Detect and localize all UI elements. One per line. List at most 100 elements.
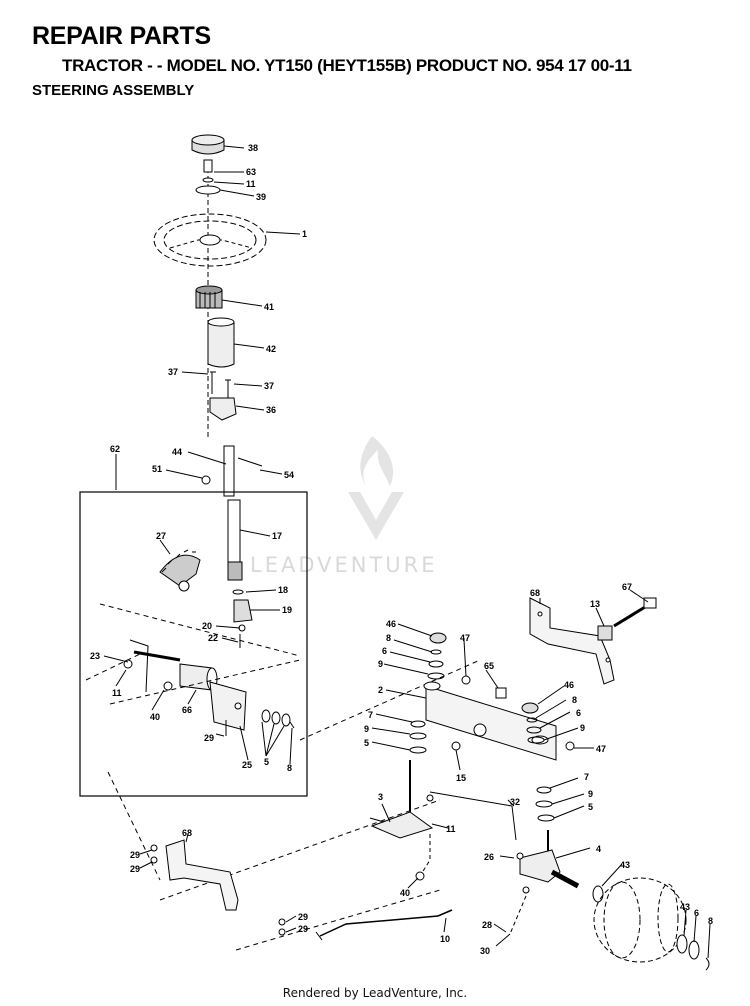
callout-11: 11: [112, 688, 122, 698]
callout-8: 8: [708, 916, 713, 926]
callout-5: 5: [588, 802, 593, 812]
callout-22: 22: [208, 633, 218, 643]
callout-9: 9: [378, 659, 383, 669]
front-axle: [425, 685, 557, 761]
drag-link: [429, 791, 517, 841]
callout-36: 36: [266, 405, 276, 415]
callout-25: 25: [242, 760, 252, 770]
callout-3: 3: [378, 792, 383, 802]
callout-8: 8: [572, 695, 577, 705]
callout-1: 1: [302, 229, 307, 239]
steering-assembly-diagram: LEADVENTURE: [79, 134, 713, 971]
callout-15: 15: [456, 773, 466, 783]
callout-67: 67: [622, 582, 632, 592]
callout-9: 9: [364, 724, 369, 734]
callout-68: 68: [530, 588, 540, 598]
callout-42: 42: [266, 344, 276, 354]
callout-11: 11: [246, 179, 256, 189]
callout-54: 54: [284, 470, 294, 480]
page-title: REPAIR PARTS: [32, 22, 211, 50]
callout-6: 6: [382, 646, 387, 656]
spindle-right: [519, 849, 561, 883]
callout-38: 38: [248, 143, 258, 153]
callout-2: 2: [378, 685, 383, 695]
sector-gear: [159, 549, 201, 592]
callout-labels: 38 63 11 39 1 41 42 37 37 36 44 54 51 62…: [90, 143, 713, 956]
bolt: [237, 457, 263, 467]
callout-5: 5: [364, 738, 369, 748]
column-bracket: [209, 397, 237, 421]
callout-19: 19: [282, 605, 292, 615]
callout-8: 8: [386, 633, 391, 643]
callout-39: 39: [256, 192, 266, 202]
steering-kit-box: [79, 491, 308, 797]
callout-23: 23: [90, 651, 100, 661]
callout-6: 6: [694, 908, 699, 918]
callout-28: 28: [482, 920, 492, 930]
callout-41: 41: [264, 302, 274, 312]
spindle-left: [370, 811, 434, 839]
model-subtitle: TRACTOR - - MODEL NO. YT150 (HEYT155B) P…: [62, 56, 632, 75]
pinion-block: [233, 599, 253, 623]
leadventure-watermark: LEADVENTURE: [250, 436, 438, 577]
frame-bracket-right: [529, 597, 615, 685]
callout-4: 4: [596, 844, 601, 854]
callout-68: 68: [182, 828, 192, 838]
callout-40: 40: [150, 712, 160, 722]
callout-17: 17: [272, 531, 282, 541]
callout-13: 13: [590, 599, 600, 609]
callout-18: 18: [278, 585, 288, 595]
column-sleeve: [207, 317, 235, 368]
callout-29: 29: [204, 733, 214, 743]
footer-credit: Rendered by LeadVenture, Inc.: [282, 986, 468, 1000]
callout-30: 30: [480, 946, 490, 956]
callout-37: 37: [264, 381, 274, 391]
steering-bushing: [195, 285, 223, 309]
steering-shaft: [227, 499, 243, 581]
section-title: STEERING ASSEMBLY: [32, 82, 195, 99]
callout-10: 10: [440, 934, 450, 944]
callout-51: 51: [152, 464, 162, 474]
front-tire: [593, 877, 687, 963]
bolt: [225, 379, 231, 398]
spacer-tube: [597, 625, 613, 641]
steering-shaft-upper: [223, 445, 235, 497]
callout-32: 32: [510, 797, 520, 807]
nut: [201, 475, 211, 485]
callout-20: 20: [202, 621, 212, 631]
callout-27: 27: [156, 531, 166, 541]
steering-wheel: [153, 213, 267, 267]
axle-bolt: [133, 650, 181, 662]
frame-bracket-left: [165, 839, 239, 911]
callout-46: 46: [386, 619, 396, 629]
callout-29: 29: [130, 850, 140, 860]
callout-9: 9: [580, 723, 585, 733]
callout-37: 37: [168, 367, 178, 377]
callout-29: 29: [130, 864, 140, 874]
callout-6: 6: [576, 708, 581, 718]
callout-7: 7: [584, 772, 589, 782]
bolt: [210, 371, 216, 394]
callout-66: 66: [182, 705, 192, 715]
callout-40: 40: [400, 888, 410, 898]
callout-63: 63: [246, 167, 256, 177]
callout-9: 9: [588, 789, 593, 799]
callout-26: 26: [484, 852, 494, 862]
callout-47: 47: [596, 744, 606, 754]
callout-7: 7: [368, 710, 373, 720]
steering-bracket: [209, 681, 247, 731]
callout-46: 46: [564, 680, 574, 690]
callout-47: 47: [460, 633, 470, 643]
tie-rod: [319, 909, 453, 937]
callout-29: 29: [298, 924, 308, 934]
steering-cap: [191, 134, 225, 155]
callout-43: 43: [620, 860, 630, 870]
callout-62: 62: [110, 444, 120, 454]
callout-5: 5: [264, 757, 269, 767]
callout-44: 44: [172, 447, 182, 457]
callout-43: 43: [680, 902, 690, 912]
callout-29: 29: [298, 912, 308, 922]
callout-65: 65: [484, 661, 494, 671]
callout-11: 11: [446, 824, 456, 834]
watermark-text: LEADVENTURE: [250, 553, 438, 577]
